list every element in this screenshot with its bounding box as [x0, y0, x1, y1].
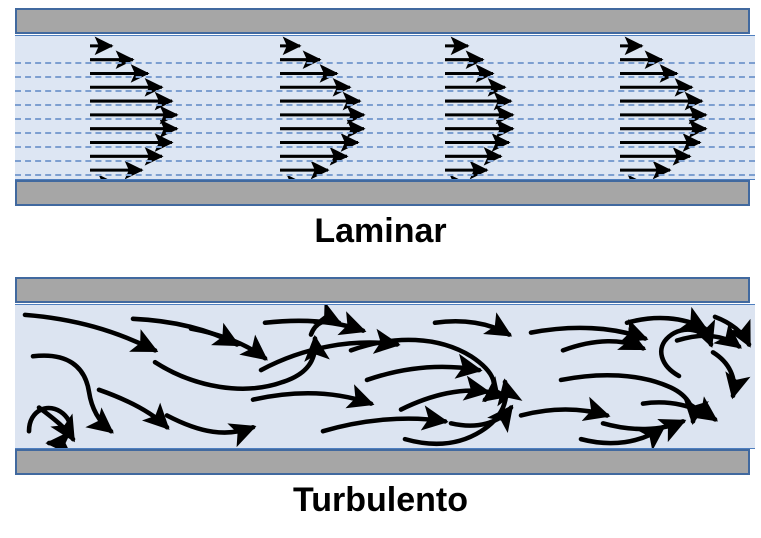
laminar-fluid-region: [15, 35, 755, 180]
laminar-pipe: [15, 8, 755, 206]
pipe-wall-bottom-turbulent: [15, 449, 750, 475]
turbulent-eddy-arrow-29: [188, 326, 268, 361]
turbulent-eddy-arrow-31: [712, 314, 752, 348]
turbulent-eddy-arrow-20: [518, 396, 611, 422]
turbulent-fluid-region: [15, 304, 755, 449]
turbulent-eddy-arrow-17: [528, 318, 649, 343]
turbulent-eddy-arrow-10: [262, 311, 367, 336]
streamline-3: [15, 90, 755, 92]
streamline-5: [15, 118, 755, 120]
turbulent-eddy-arrow-6: [130, 316, 241, 347]
turbulent-eddy-arrow-22: [624, 306, 709, 331]
turbulent-eddy-arrow-27: [600, 418, 687, 443]
turbulent-eddy-arrow-12: [320, 405, 449, 434]
laminar-flow-arrows: [90, 36, 708, 179]
turbulent-eddy-arrow-21: [578, 425, 666, 448]
turbulent-pipe: [15, 277, 755, 475]
streamline-2: [15, 76, 755, 78]
pipe-wall-top-turbulent: [15, 277, 750, 303]
turbulent-eddy-arrow-26: [640, 396, 719, 422]
turbulent-eddy-arrow-14: [398, 375, 491, 412]
pipe-wall-top-laminar: [15, 8, 750, 34]
turbulent-eddy-arrow-8: [258, 328, 401, 373]
turbulent-eddy-arrow-16: [448, 404, 514, 433]
turbulent-eddy-arrow-1: [22, 312, 159, 353]
turbulent-eddy-arrow-19: [558, 372, 709, 425]
turbulent-eddy-arrow-32: [36, 405, 76, 443]
turbulent-eddy-arrow-13: [364, 353, 483, 383]
turbulent-eddy-arrow-25: [710, 350, 751, 400]
streamline-7: [15, 146, 755, 148]
turbulent-eddy-arrow-4: [152, 334, 330, 391]
turbulent-caption: Turbulento: [293, 481, 468, 519]
turbulent-eddy-arrow-5: [164, 413, 257, 448]
turbulent-flow-arrows: [22, 305, 752, 448]
streamline-1: [15, 62, 755, 64]
streamline-9: [15, 174, 755, 176]
turbulent-eddy-arrow-24: [658, 319, 716, 379]
streamline-8: [15, 160, 755, 162]
turbulent-eddy-arrow-2: [30, 353, 114, 434]
streamline-6: [15, 132, 755, 134]
turbulent-eddy-arrow-30: [432, 312, 513, 337]
turbulent-eddy-arrow-18: [560, 327, 647, 353]
turbulent-eddy-arrow-9: [250, 384, 375, 409]
pipe-wall-bottom-laminar: [15, 180, 750, 206]
turbulent-eddy-arrow-28: [96, 387, 170, 430]
laminar-caption: Laminar: [314, 212, 447, 250]
turbulent-eddy-arrow-15: [402, 378, 523, 446]
streamline-4: [15, 104, 755, 106]
